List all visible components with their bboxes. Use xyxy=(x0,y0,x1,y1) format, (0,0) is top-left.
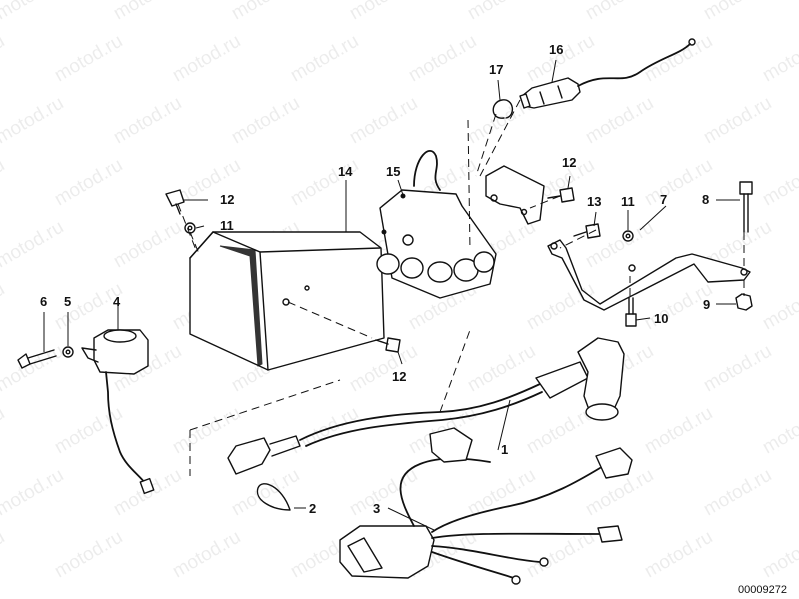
watermark-text: motod.ru xyxy=(759,403,799,459)
callout-11-left: 11 xyxy=(220,218,234,233)
watermark-text: motod.ru xyxy=(700,0,775,24)
watermark-text: motod.ru xyxy=(169,31,244,87)
watermark-text: motod.ru xyxy=(464,465,539,521)
washer-part-5 xyxy=(62,346,74,358)
watermark-text: motod.ru xyxy=(523,31,598,87)
callout-13: 13 xyxy=(587,194,601,209)
bolt-10 xyxy=(625,297,637,327)
callout-9: 9 xyxy=(703,297,710,312)
watermark-text: motod.ru xyxy=(641,527,716,583)
coil-bracket-part-15 xyxy=(376,150,497,299)
watermark-text: motod.ru xyxy=(641,403,716,459)
watermark-text: motod.ru xyxy=(110,0,185,24)
watermark-text: motod.ru xyxy=(228,93,303,149)
callout-8: 8 xyxy=(702,192,709,207)
watermark-text: motod.ru xyxy=(464,0,539,24)
bolt-13 xyxy=(573,223,601,239)
watermark-text: motod.ru xyxy=(464,341,539,397)
callout-10: 10 xyxy=(654,311,668,326)
callout-11-right: 11 xyxy=(621,194,635,209)
watermark-text: motod.ru xyxy=(0,341,67,397)
ground-strap-part-7 xyxy=(547,239,751,311)
callout-15: 15 xyxy=(386,164,400,179)
watermark-text: motod.ru xyxy=(51,155,126,211)
watermark-text: motod.ru xyxy=(0,31,8,87)
watermark-text: motod.ru xyxy=(582,0,657,24)
callout-6: 6 xyxy=(40,294,47,309)
leader-lines xyxy=(43,59,740,531)
callout-14: 14 xyxy=(338,164,353,179)
diagram-id: 00009272 xyxy=(738,584,787,596)
watermark-text: motod.ru xyxy=(169,527,244,583)
watermark-text: motod.ru xyxy=(0,93,67,149)
watermark-text: motod.ru xyxy=(641,31,716,87)
watermark-text: motod.ru xyxy=(759,155,799,211)
watermark-text: motod.ru xyxy=(405,31,480,87)
watermark-text: motod.ru xyxy=(0,527,8,583)
callout-12-right: 12 xyxy=(562,155,576,170)
callout-labels: 1 2 3 4 5 6 7 8 9 10 11 11 12 12 12 13 1… xyxy=(40,42,710,516)
mounting-bracket xyxy=(485,165,545,225)
watermark-text: motod.ru xyxy=(51,31,126,87)
watermark-text: motod.ru xyxy=(0,217,67,273)
watermark-text: motod.ru xyxy=(287,155,362,211)
callout-17: 17 xyxy=(489,62,503,77)
watermark-text: motod.ru xyxy=(700,93,775,149)
watermark-text: motod.ru xyxy=(346,0,421,24)
watermark-text: motod.ru xyxy=(582,93,657,149)
nut-9 xyxy=(735,293,753,311)
watermark-text: motod.ru xyxy=(110,217,185,273)
watermark-text: motod.ru xyxy=(0,279,8,335)
watermark-text: motod.ru xyxy=(51,527,126,583)
watermark-text: motod.ru xyxy=(523,527,598,583)
watermark-text: motod.ru xyxy=(110,93,185,149)
callout-2: 2 xyxy=(309,501,316,516)
rubber-ring-part-2 xyxy=(256,483,291,511)
callout-5: 5 xyxy=(64,294,71,309)
watermark-text: motod.ru xyxy=(759,527,799,583)
watermark-text: motod.ru xyxy=(51,403,126,459)
wiring-harness-part-3 xyxy=(339,427,633,585)
coil-cover-part-14 xyxy=(189,231,385,371)
ht-lead-part-1 xyxy=(227,337,625,475)
screw-part-6 xyxy=(17,349,57,369)
watermark-text: motod.ru xyxy=(0,155,8,211)
watermark-text: motod.ru xyxy=(287,31,362,87)
watermark-layer: motod.ru motod.ru motod.ru motod.ru motod.ru… xyxy=(0,0,799,582)
watermark-text: motod.ru xyxy=(346,341,421,397)
watermark-text: motod.ru xyxy=(228,0,303,24)
watermark-text: motod.ru xyxy=(523,279,598,335)
callout-4: 4 xyxy=(113,294,121,309)
watermark-text: motod.ru xyxy=(700,465,775,521)
watermark-text: motod.ru xyxy=(759,31,799,87)
watermark-text: motod.ru xyxy=(0,0,67,24)
relay-part-4 xyxy=(81,329,155,495)
watermark-text: motod.ru xyxy=(346,93,421,149)
callout-1: 1 xyxy=(501,442,508,457)
callout-12-lower: 12 xyxy=(392,369,406,384)
sensor-part-16 xyxy=(519,38,696,109)
washer-11-right xyxy=(622,230,634,242)
callout-3: 3 xyxy=(373,501,380,516)
bolt-12-upper-left xyxy=(165,189,185,215)
assembly-lines xyxy=(177,99,745,476)
watermark-text: motod.ru xyxy=(346,465,421,521)
bolt-8 xyxy=(739,181,753,233)
watermark-text: motod.ru xyxy=(700,341,775,397)
bolt-12-lower xyxy=(375,337,401,353)
watermark-text: motod.ru xyxy=(0,403,8,459)
watermark-text: motod.ru xyxy=(759,279,799,335)
callout-12-left: 12 xyxy=(220,192,234,207)
callout-7: 7 xyxy=(660,192,667,207)
washer-11-left xyxy=(184,222,196,234)
callout-16: 16 xyxy=(549,42,563,57)
watermark-text: motod.ru xyxy=(0,465,67,521)
